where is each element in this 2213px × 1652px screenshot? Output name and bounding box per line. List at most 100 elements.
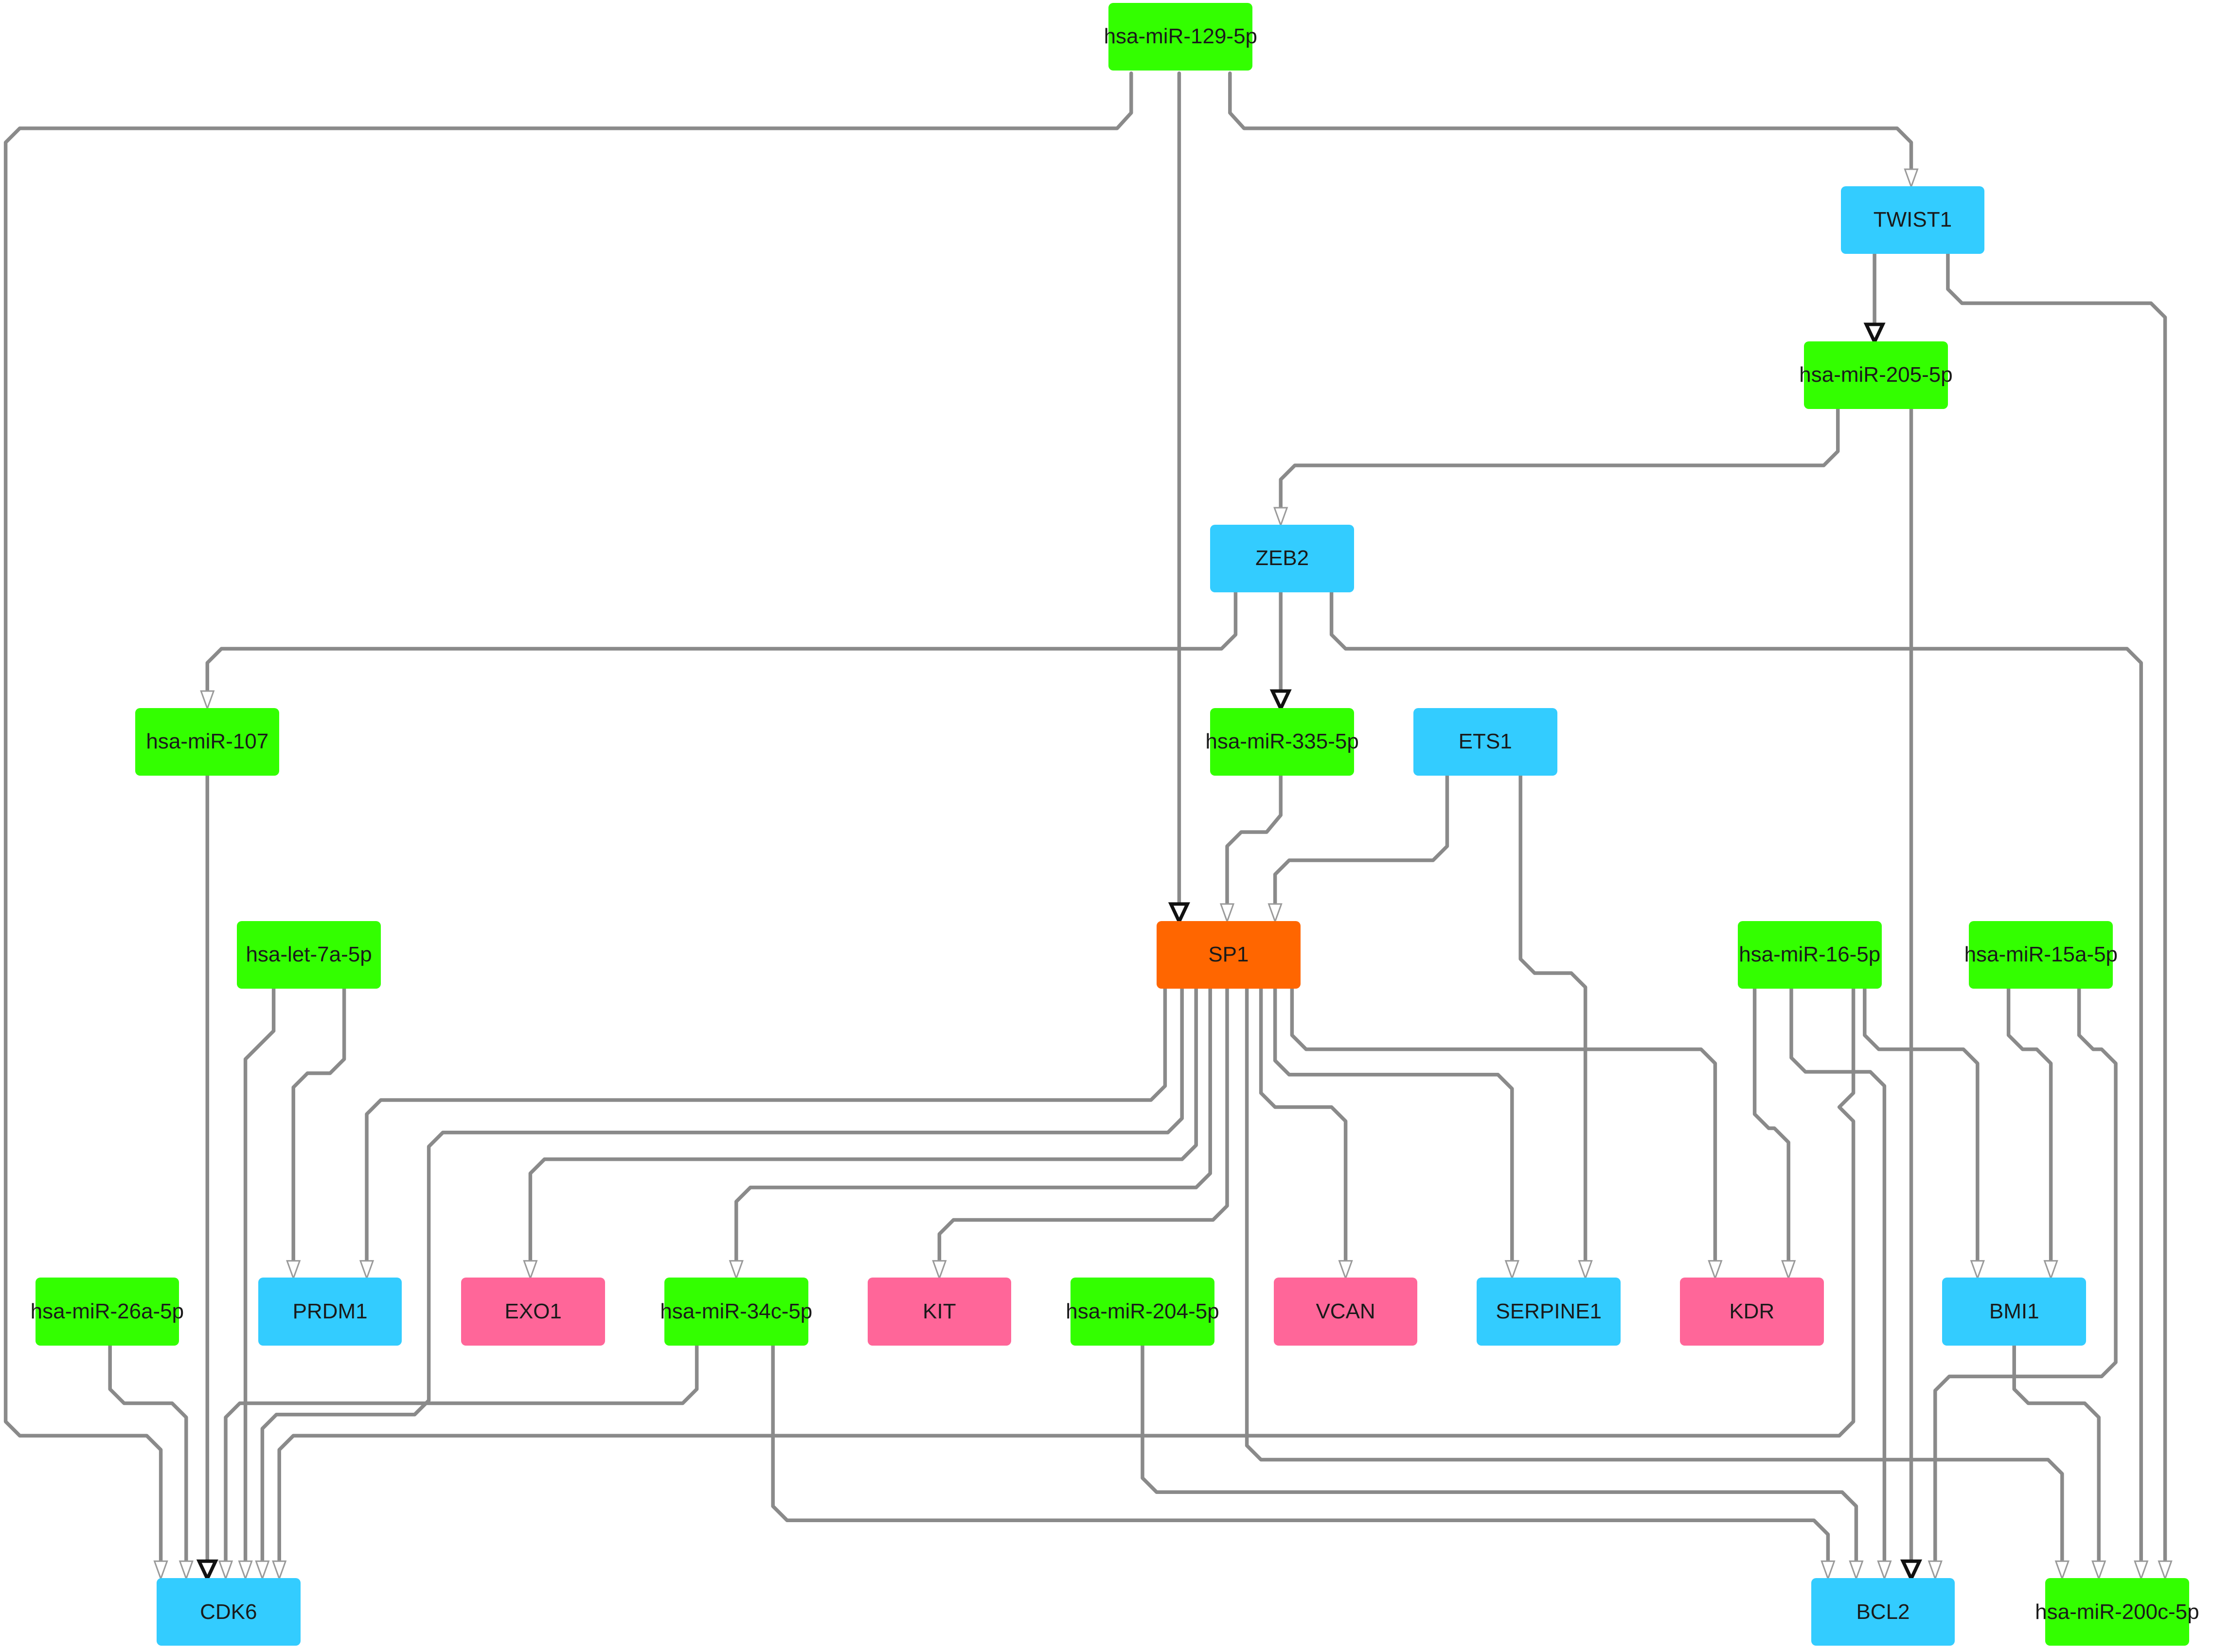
node-serpine1[interactable]: SERPINE1 bbox=[1477, 1278, 1621, 1346]
node-hsa-mir-335-5p[interactable]: hsa-miR-335-5p bbox=[1205, 708, 1359, 776]
arrowhead-zeb2-mir107 bbox=[200, 690, 215, 711]
edge-mir15a-bmi1 bbox=[2006, 987, 2053, 1263]
edge-mir34c-cdk6 bbox=[224, 1343, 699, 1563]
node-sp1[interactable]: SP1 bbox=[1157, 921, 1301, 989]
node-label: hsa-miR-15a-5p bbox=[1964, 942, 2118, 967]
edge-sp1-prdm1 bbox=[365, 987, 1167, 1263]
node-label: SP1 bbox=[1208, 942, 1249, 967]
node-label: CDK6 bbox=[200, 1599, 257, 1624]
arrowhead-ets1-serpine1 bbox=[1578, 1260, 1593, 1281]
node-label: TWIST1 bbox=[1873, 208, 1952, 232]
edge-ets1-sp1 bbox=[1273, 774, 1449, 906]
node-hsa-mir-200c-5p[interactable]: hsa-miR-200c-5p bbox=[2035, 1578, 2199, 1646]
arrowhead-sp1-mir200c bbox=[2054, 1560, 2070, 1581]
node-label: hsa-miR-107 bbox=[146, 729, 269, 754]
arrowhead-mir26a-cdk6 bbox=[178, 1560, 194, 1581]
edge-sp1-mir200c bbox=[1245, 987, 2064, 1563]
arrowhead-sp1-vcan bbox=[1338, 1260, 1353, 1281]
edge-bmi1-mir200c bbox=[2012, 1343, 2101, 1563]
arrowhead-mir205-bcl2 bbox=[1900, 1559, 1923, 1583]
node-hsa-mir-34c-5p[interactable]: hsa-miR-34c-5p bbox=[660, 1278, 812, 1346]
node-hsa-let-7a-5p[interactable]: hsa-let-7a-5p bbox=[237, 921, 381, 989]
edge-let7a-cdk6 bbox=[243, 987, 276, 1563]
arrowhead-mir129-sp1 bbox=[1168, 902, 1190, 926]
node-exo1[interactable]: EXO1 bbox=[461, 1278, 606, 1346]
node-hsa-mir-129-5p[interactable]: hsa-miR-129-5p bbox=[1104, 2, 1257, 71]
arrowhead-mir34c-cdk6 bbox=[218, 1560, 233, 1581]
node-hsa-mir-15a-5p[interactable]: hsa-miR-15a-5p bbox=[1964, 921, 2118, 989]
edge-layer bbox=[3, 71, 2167, 1563]
arrowhead-twist1-mir205 bbox=[1863, 322, 1886, 346]
edge-sp1-vcan bbox=[1259, 987, 1348, 1263]
node-twist1[interactable]: TWIST1 bbox=[1840, 186, 1985, 254]
arrowhead-let7a-cdk6 bbox=[238, 1560, 253, 1581]
arrowhead-mir107-cdk6 bbox=[196, 1559, 218, 1583]
node-hsa-mir-107[interactable]: hsa-miR-107 bbox=[135, 708, 280, 776]
edge-mir26a-cdk6 bbox=[108, 1343, 188, 1563]
arrowhead-mir129-twist1 bbox=[1904, 168, 1919, 189]
arrowhead-mir15a-bcl2 bbox=[1927, 1560, 1943, 1581]
edge-let7a-prdm1 bbox=[291, 987, 346, 1263]
node-label: KDR bbox=[1729, 1299, 1775, 1323]
arrowhead-bmi1-mir200c bbox=[2091, 1560, 2106, 1581]
node-label: BCL2 bbox=[1856, 1599, 1910, 1624]
node-ets1[interactable]: ETS1 bbox=[1413, 708, 1557, 776]
arrowhead-mir16-bmi1 bbox=[1970, 1260, 1985, 1281]
edge-sp1-exo1 bbox=[528, 987, 1198, 1263]
node-label: hsa-miR-335-5p bbox=[1205, 729, 1359, 754]
node-label: VCAN bbox=[1316, 1299, 1375, 1323]
edge-mir335-sp1 bbox=[1225, 774, 1283, 906]
arrowhead-layer bbox=[153, 168, 2173, 1583]
arrowhead-sp1-kit bbox=[932, 1260, 947, 1281]
node-kit[interactable]: KIT bbox=[867, 1278, 1012, 1346]
edge-mir16-kdr bbox=[1752, 987, 1790, 1263]
edge-mir34c-bcl2 bbox=[771, 1343, 1830, 1563]
node-hsa-mir-204-5p[interactable]: hsa-miR-204-5p bbox=[1066, 1278, 1219, 1346]
edge-zeb2-mir107 bbox=[205, 590, 1238, 693]
arrowhead-ets1-sp1 bbox=[1267, 903, 1283, 924]
edge-mir204-bcl2 bbox=[1141, 1343, 1858, 1563]
node-label: hsa-miR-34c-5p bbox=[660, 1299, 813, 1323]
edge-sp1-serpine1 bbox=[1273, 987, 1514, 1263]
node-hsa-mir-26a-5p[interactable]: hsa-miR-26a-5p bbox=[31, 1278, 184, 1346]
arrowhead-let7a-prdm1 bbox=[286, 1260, 301, 1281]
arrowhead-mir335-sp1 bbox=[1219, 903, 1235, 924]
node-hsa-mir-16-5p[interactable]: hsa-miR-16-5p bbox=[1737, 921, 1882, 989]
edge-twist1-mir200c bbox=[1946, 252, 2167, 1563]
edge-mir129-twist1 bbox=[1228, 71, 1913, 171]
node-cdk6[interactable]: CDK6 bbox=[156, 1578, 301, 1646]
edge-sp1-mir34c bbox=[734, 987, 1212, 1263]
node-bmi1[interactable]: BMI1 bbox=[1942, 1278, 2087, 1346]
arrowhead-twist1-mir200c bbox=[2158, 1560, 2173, 1581]
edge-mir15a-bcl2 bbox=[1933, 987, 2118, 1563]
node-label: PRDM1 bbox=[292, 1299, 368, 1323]
node-label: hsa-miR-16-5p bbox=[1739, 942, 1881, 967]
arrowhead-mir16-cdk6 bbox=[272, 1560, 287, 1581]
edge-mir16-cdk6 bbox=[277, 987, 1856, 1563]
arrowhead-sp1-kdr bbox=[1708, 1260, 1723, 1281]
edge-mir16-bmi1 bbox=[1863, 987, 1980, 1263]
edge-sp1-kdr bbox=[1290, 987, 1717, 1263]
node-kdr[interactable]: KDR bbox=[1679, 1278, 1824, 1346]
edge-sp1-kit bbox=[937, 987, 1229, 1263]
arrowhead-mir16-bcl2 bbox=[1877, 1560, 1892, 1581]
node-label: hsa-miR-200c-5p bbox=[2035, 1599, 2199, 1624]
node-vcan[interactable]: VCAN bbox=[1273, 1278, 1418, 1346]
node-label: ZEB2 bbox=[1255, 546, 1309, 570]
node-label: SERPINE1 bbox=[1496, 1299, 1602, 1323]
node-zeb2[interactable]: ZEB2 bbox=[1210, 524, 1354, 592]
node-label: BMI1 bbox=[1989, 1299, 2039, 1323]
arrowhead-sp1-prdm1 bbox=[359, 1260, 375, 1281]
arrowhead-zeb2-mir200c bbox=[2134, 1560, 2149, 1581]
node-label: hsa-let-7a-5p bbox=[246, 942, 372, 967]
arrowhead-mir15a-bmi1 bbox=[2043, 1260, 2058, 1281]
edge-sp1-cdk6 bbox=[260, 987, 1184, 1563]
arrowhead-mir205-zeb2 bbox=[1273, 507, 1288, 528]
node-label: hsa-miR-129-5p bbox=[1104, 24, 1258, 49]
node-label: EXO1 bbox=[504, 1299, 562, 1323]
node-hsa-mir-205-5p[interactable]: hsa-miR-205-5p bbox=[1799, 341, 1953, 409]
node-bcl2[interactable]: BCL2 bbox=[1811, 1578, 1955, 1646]
node-prdm1[interactable]: PRDM1 bbox=[258, 1278, 402, 1346]
edge-mir205-zeb2 bbox=[1279, 407, 1840, 510]
